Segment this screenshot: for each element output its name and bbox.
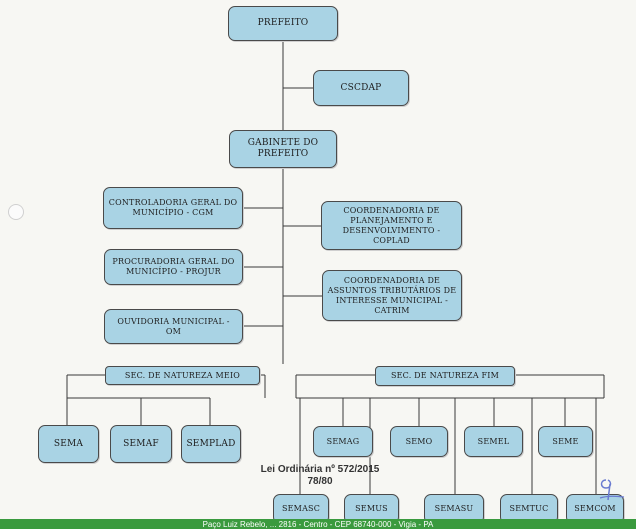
node-sec-natureza-fim: SEC. DE NATUREZA FIM — [375, 366, 515, 386]
page-number: 78/80 — [307, 476, 333, 487]
node-semaf: SEMAF — [110, 425, 172, 463]
node-sec-natureza-meio: SEC. DE NATUREZA MEIO — [105, 366, 260, 385]
handwritten-mark-icon — [599, 479, 625, 501]
node-coplad: COORDENADORIA DE PLANEJAMENTO E DESENVOL… — [321, 201, 462, 250]
punch-hole — [8, 204, 24, 220]
node-cgm: CONTROLADORIA GERAL DO MUNICÍPIO - CGM — [103, 187, 243, 229]
node-projur: PROCURADORIA GERAL DO MUNICÍPIO - PROJUR — [104, 249, 243, 285]
node-catrim: COORDENADORIA DE ASSUNTOS TRIBUTÁRIOS DE… — [322, 270, 462, 321]
node-semel: SEMEL — [464, 426, 523, 457]
node-sema: SEMA — [38, 425, 99, 463]
node-seme: SEME — [538, 426, 593, 457]
node-prefeito: PREFEITO — [228, 6, 338, 41]
law-caption: Lei Ordinária nº 572/2015 — [260, 464, 380, 475]
node-semag: SEMAG — [313, 426, 373, 457]
node-om: OUVIDORIA MUNICIPAL - OM — [104, 309, 243, 344]
page-footer: Paço Luiz Rebelo, ... 2816 - Centro - CE… — [0, 519, 636, 529]
node-cscdap: CSCDAP — [313, 70, 409, 106]
node-semo: SEMO — [390, 426, 448, 457]
node-semplad: SEMPLAD — [181, 425, 241, 463]
node-gabinete: GABINETE DO PREFEITO — [229, 130, 337, 168]
